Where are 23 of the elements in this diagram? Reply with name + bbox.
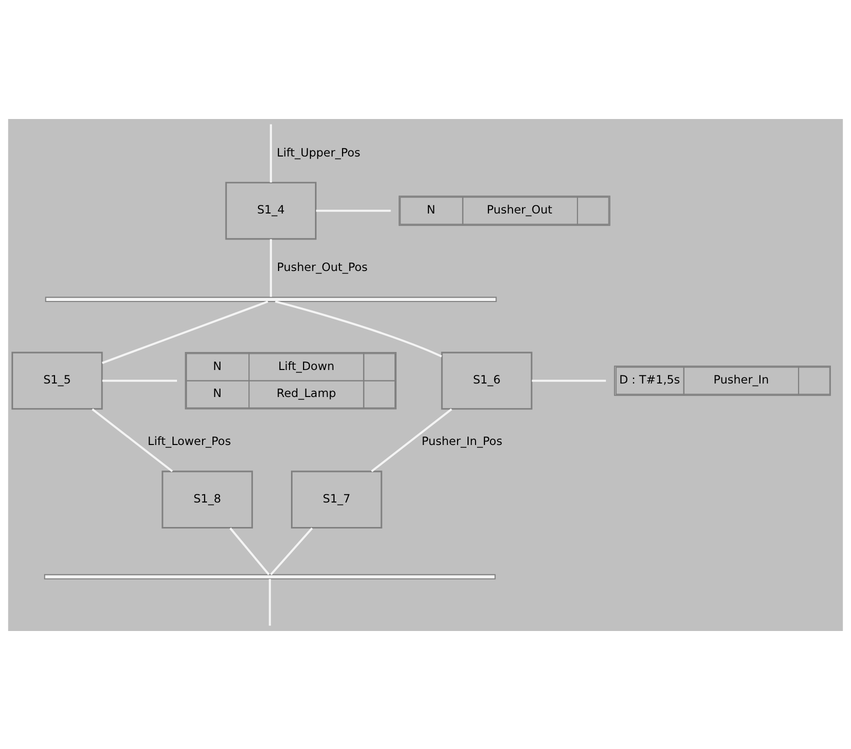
connector — [532, 379, 606, 382]
node-bar — [45, 296, 497, 302]
connector — [102, 379, 177, 382]
node-box: S1_6 — [441, 351, 532, 410]
node-box: S1_5 — [12, 351, 103, 410]
edge-label: Pusher_Out_Pos — [276, 260, 368, 274]
connector — [92, 408, 173, 472]
connector — [229, 527, 270, 575]
node-box: S1_8 — [162, 470, 253, 528]
node-box: S1_4 — [225, 181, 317, 240]
connector — [370, 408, 452, 472]
edge-label: Lift_Upper_Pos — [276, 144, 360, 159]
connector — [270, 238, 272, 296]
node-box: S1_7 — [290, 470, 382, 528]
connector — [274, 300, 442, 357]
connector — [102, 300, 268, 364]
connector — [268, 578, 271, 626]
edge-label: Lift_Lower_Pos — [148, 434, 231, 448]
connector — [316, 209, 391, 212]
edge-label: Pusher_In_Pos — [422, 434, 502, 448]
connector — [270, 527, 313, 575]
node-bar — [44, 574, 496, 579]
connector — [270, 124, 272, 182]
